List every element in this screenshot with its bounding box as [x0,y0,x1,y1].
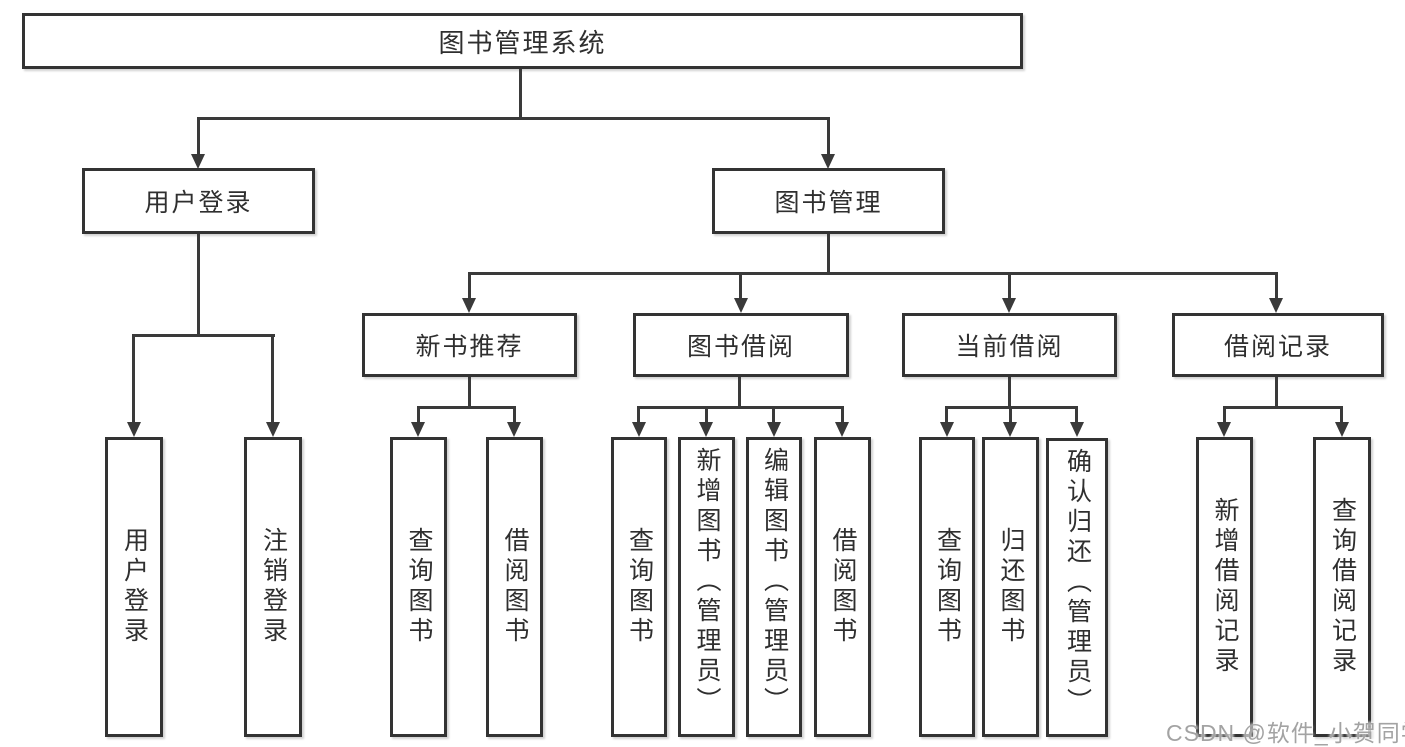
connector-to-user-login [197,117,200,156]
csdn-watermark: CSDN @软件_小贺同学 [1166,720,1405,746]
connector-leaf [705,406,708,424]
leaf-add-borrow-record: 新增借阅记录 [1196,437,1253,737]
leaf-label: 编辑图书（管理员） [760,447,789,717]
arrow-down-icon [940,422,954,437]
connector-to-login-leaf [132,334,135,424]
connector-leaf [1223,406,1226,424]
arrow-down-icon [1335,422,1349,437]
connector-user-login-stem [197,234,200,336]
leaf-label: 新增借阅记录 [1211,497,1239,677]
connector-to-current-borrow [1008,272,1011,299]
connector-to-borrow-record [1275,272,1278,299]
arrow-down-icon [1217,422,1231,437]
connector-borrow-record-rail [1223,406,1343,409]
arrow-down-icon [821,154,835,169]
leaf-confirm-return-admin: 确认归还（管理员） [1046,438,1108,737]
node-book-borrow: 图书借阅 [633,313,849,377]
leaf-logout: 注销登录 [244,437,302,737]
node-root: 图书管理系统 [22,13,1023,69]
leaf-label: 归还图书 [997,527,1025,647]
node-book-borrow-label: 图书借阅 [686,333,795,361]
connector-book-management-rail [468,272,1278,275]
node-current-borrow-label: 当前借阅 [955,333,1064,361]
connector-leaf [1075,406,1078,424]
arrow-down-icon [632,422,646,437]
connector-to-logout-leaf [271,334,274,424]
leaf-label: 查询图书 [625,527,654,647]
leaf-query-borrow-record: 查询借阅记录 [1313,437,1371,737]
arrow-down-icon [1070,422,1084,437]
connector-leaf [637,406,640,424]
leaf-label: 新增图书（管理员） [693,447,721,717]
connector-leaf [945,406,948,424]
leaf-label: 借阅图书 [829,527,857,647]
connector-leaf [1009,406,1012,424]
connector-root-rail [197,117,830,120]
arrow-down-icon [734,298,748,313]
arrow-down-icon [835,422,849,437]
leaf-query-books-borrow: 查询图书 [611,437,667,737]
node-new-book-recommend-label: 新书推荐 [415,333,524,361]
connector-to-new-book [468,272,471,299]
leaf-query-books-current: 查询图书 [919,437,975,737]
leaf-label: 查询图书 [933,527,962,647]
node-book-management-label: 图书管理 [774,189,883,217]
leaf-borrow-books-recommend: 借阅图书 [486,437,543,737]
connector-leaf [513,406,516,424]
connector-new-book-stem [468,377,471,408]
arrow-down-icon [462,298,476,313]
leaf-add-books-admin: 新增图书（管理员） [678,437,735,737]
arrow-down-icon [127,422,141,437]
node-borrow-record-label: 借阅记录 [1223,333,1332,361]
connector-leaf [1340,406,1343,424]
arrow-down-icon [411,422,425,437]
arrow-down-icon [507,422,521,437]
node-book-management: 图书管理 [712,168,945,234]
connector-borrow-record-stem [1275,377,1278,408]
leaf-edit-books-admin: 编辑图书（管理员） [746,437,802,737]
arrow-down-icon [1003,422,1017,437]
connector-leaf [417,406,420,424]
arrow-down-icon [1002,298,1016,313]
connector-to-book-borrow [739,272,742,299]
leaf-label: 查询借阅记录 [1328,497,1357,677]
leaf-query-books-recommend: 查询图书 [390,437,447,737]
node-user-login-label: 用户登录 [144,189,253,217]
arrow-down-icon [767,422,781,437]
leaf-user-login: 用户登录 [105,437,163,737]
node-root-label: 图书管理系统 [438,27,607,58]
connector-root-stem [519,69,522,119]
arrow-down-icon [266,422,280,437]
connector-to-book-management [827,117,830,156]
leaf-return-books: 归还图书 [982,437,1039,737]
leaf-label: 确认归还（管理员） [1063,448,1092,718]
leaf-label: 注销登录 [259,527,288,647]
leaf-label: 借阅图书 [501,527,529,647]
arrow-down-icon [191,154,205,169]
connector-book-borrow-rail [637,406,844,409]
leaf-borrow-books: 借阅图书 [814,437,871,737]
leaf-label: 用户登录 [120,527,149,647]
connector-leaf [772,406,775,424]
connector-book-management-stem [827,234,830,274]
connector-current-borrow-stem [1008,377,1011,408]
node-current-borrow: 当前借阅 [902,313,1117,377]
arrow-down-icon [1269,298,1283,313]
node-user-login: 用户登录 [82,168,315,234]
connector-leaf [841,406,844,424]
connector-book-borrow-stem [738,377,741,408]
arrow-down-icon [699,422,713,437]
leaf-label: 查询图书 [405,527,433,647]
node-borrow-record: 借阅记录 [1172,313,1384,377]
node-new-book-recommend: 新书推荐 [362,313,577,377]
connector-new-book-rail [417,406,516,409]
connector-user-login-rail [132,334,275,337]
